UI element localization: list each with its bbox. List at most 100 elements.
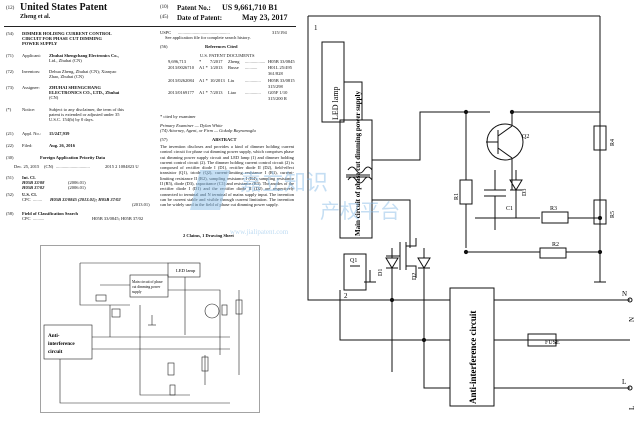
notice-code: (*) bbox=[6, 107, 12, 112]
resistor-r4-symbol bbox=[593, 125, 607, 151]
notice-line-2: patent is extended or adjusted under 35 bbox=[49, 112, 120, 117]
intcl-version-1: (2006.01) bbox=[68, 180, 86, 185]
applicant-line-2: Ltd., Zhuhai (CN) bbox=[49, 58, 82, 63]
ref-class: 315/200 R bbox=[268, 96, 287, 102]
priority-country: (CN) bbox=[44, 164, 54, 169]
resistor-r5-symbol bbox=[593, 199, 607, 225]
ref-date: 7/2017 bbox=[210, 59, 223, 64]
ref-number: 2013/0262084 bbox=[168, 77, 195, 83]
patent-number-code: (10) bbox=[160, 5, 169, 10]
patent-date-label: Date of Patent: bbox=[177, 14, 223, 22]
d1-label: D1 bbox=[378, 269, 384, 276]
filed-code: (22) bbox=[6, 143, 14, 148]
ref-star: * bbox=[199, 59, 202, 64]
title-line-2: CIRCUIT FOR PHASE CUT DIMMING bbox=[22, 36, 102, 41]
thumb-main-line-2: cut dimming power bbox=[132, 285, 161, 289]
filed-label: Filed: bbox=[22, 143, 33, 148]
title-code: (54) bbox=[6, 31, 14, 36]
fet-q1-block bbox=[343, 253, 367, 291]
ref-star: A1 * bbox=[199, 77, 208, 83]
ref-dots: ........... bbox=[245, 65, 258, 71]
r4-label: R4 bbox=[610, 139, 616, 146]
thumb-led-label: LED lamp bbox=[176, 268, 196, 273]
ref-class: G05F 1/10 bbox=[268, 90, 288, 95]
assignee-code: (73) bbox=[6, 85, 14, 90]
patent-number-label: Patent No.: bbox=[177, 4, 211, 12]
thumb-anti-line-2: interference bbox=[48, 341, 75, 347]
notice-label: Notice: bbox=[22, 107, 36, 112]
patent-number: US 9,661,710 B1 bbox=[222, 3, 278, 12]
refs-code: (56) bbox=[160, 44, 168, 49]
thumb-main-line-3: supply bbox=[132, 290, 142, 294]
thumb-anti-line-3: circuit bbox=[48, 349, 63, 355]
ref-class: H05B 33/0845 bbox=[268, 59, 295, 64]
ref-name: Busse bbox=[228, 65, 239, 71]
appl-number: 15/247,939 bbox=[49, 131, 70, 136]
terminal-label-l: L bbox=[622, 378, 626, 386]
ref-class: H05B 33/0815 bbox=[268, 77, 295, 83]
uspc-label: USPC bbox=[160, 30, 172, 35]
ref-date: 10/2013 bbox=[210, 77, 225, 83]
see-application: See application file for complete search… bbox=[165, 35, 251, 40]
field-dots: .......... bbox=[33, 216, 45, 221]
ref-name: Liao bbox=[228, 90, 237, 95]
ref-dots: .............. bbox=[245, 77, 261, 83]
title-line-3: POWER SUPPLY bbox=[22, 41, 58, 46]
primary-examiner: Primary Examiner — Dylan White bbox=[160, 123, 223, 128]
patent-front-page: (12) United States Patent Zheng et al. (… bbox=[0, 0, 300, 416]
ref-star: A1 * bbox=[199, 90, 208, 95]
d2-label: D2 bbox=[412, 273, 418, 280]
r3-label: R3 bbox=[550, 206, 557, 212]
inventors-code: (72) bbox=[6, 69, 14, 74]
r1-label: R1 bbox=[454, 193, 460, 200]
priority-code: (30) bbox=[6, 155, 14, 160]
thumb-anti-line-1: Anti- bbox=[48, 333, 60, 339]
inventor-short: Zheng et al. bbox=[20, 14, 51, 20]
fuse-label: FUSE bbox=[545, 340, 560, 346]
uscl-cpc: CPC bbox=[22, 197, 31, 202]
fuse-symbol bbox=[527, 333, 557, 347]
led-lamp-label: LED lamp bbox=[331, 86, 340, 120]
assignee-label: Assignee: bbox=[22, 85, 40, 90]
appl-code: (21) bbox=[6, 131, 14, 136]
doc-type: United States Patent bbox=[20, 2, 108, 13]
ref-number: 2013/0169177 bbox=[168, 90, 195, 95]
ref-date: 1/2013 bbox=[210, 65, 223, 71]
ref-class: H01L 25/495 bbox=[268, 65, 292, 71]
resistor-r2-symbol bbox=[539, 247, 567, 259]
field-cpc: CPC bbox=[22, 216, 31, 221]
d3-label: D3 bbox=[522, 189, 528, 196]
uscl-line-2: (2013.01) bbox=[132, 202, 150, 207]
ref-class: 315/298 bbox=[268, 83, 283, 89]
priority-dots: .............................. bbox=[56, 164, 90, 169]
abstract-text: The invention discloses and provides a k… bbox=[160, 144, 294, 208]
field-label: Field of Classification Search bbox=[22, 211, 79, 216]
intcl-label: Int. Cl. bbox=[22, 175, 36, 180]
main-circuit-label: Main circuit of phase cut dimming power … bbox=[354, 90, 362, 236]
intcl-class-2: H05B 37/02 bbox=[22, 185, 45, 190]
thumb-main-line-1: Main circuit of phase bbox=[132, 280, 163, 284]
anti-interference-box bbox=[449, 287, 495, 407]
ref-number: 2013/0026710 bbox=[168, 65, 195, 71]
circuit-diagram: LED lamp Main circuit of phase cut dimmi… bbox=[300, 0, 643, 416]
priority-date: Dec. 25, 2015 bbox=[14, 164, 40, 169]
field-value: H05B 33/0845; H05B 37/02 bbox=[92, 216, 144, 221]
notice-line-1: Subject to any disclaimer, the term of t… bbox=[49, 107, 125, 112]
r5-label: R5 bbox=[610, 211, 616, 218]
mains-n-label: N bbox=[628, 317, 636, 322]
intcl-code: (51) bbox=[6, 175, 14, 180]
intcl-class-1: H05B 33/08 bbox=[22, 180, 45, 185]
r2-label: R2 bbox=[552, 242, 559, 248]
ref-name: Zheng bbox=[228, 59, 240, 64]
inventors-line-1: Dehua Zheng, Zhuhai (CN); Xianyao bbox=[49, 69, 117, 74]
priority-title: Foreign Application Priority Data bbox=[40, 155, 106, 160]
q1-label: Q1 bbox=[350, 258, 357, 264]
thumbnail-circuit-drawing: LED lamp Main circuit of phase cut dimmi… bbox=[40, 245, 260, 413]
patent-date-code: (45) bbox=[160, 15, 169, 20]
uspc-dots: ........................................… bbox=[178, 30, 230, 35]
anti-interference-label: Anti-interference circuit bbox=[468, 311, 478, 404]
notice-line-3: U.S.C. 154(b) by 0 days. bbox=[49, 117, 94, 122]
ref-class: 361/828 bbox=[268, 71, 283, 77]
assignee-line-3: (CN) bbox=[49, 95, 59, 100]
